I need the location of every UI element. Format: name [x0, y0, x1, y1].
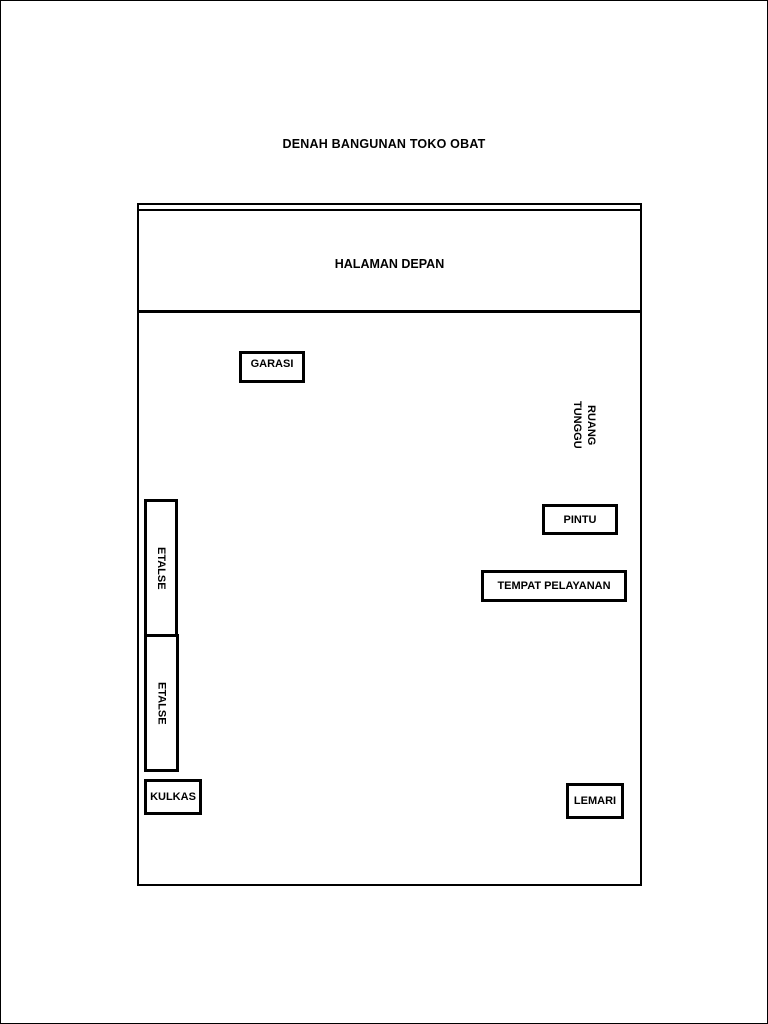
front-yard-area: HALAMAN DEPAN — [139, 209, 640, 313]
display-case-1-box: ETALSE — [144, 499, 178, 637]
display-case-2-label: ETALSE — [155, 681, 168, 725]
display-case-1-label: ETALSE — [155, 546, 167, 590]
cupboard-label: LEMARI — [573, 795, 617, 807]
building-outline: HALAMAN DEPAN GARASI RUANG TUNGGU PINTU … — [137, 203, 642, 886]
fridge-box: KULKAS — [144, 779, 202, 815]
waiting-room-line1: RUANG — [585, 404, 597, 446]
garage-label: GARASI — [250, 358, 294, 370]
garage-box: GARASI — [239, 351, 305, 383]
fridge-label: KULKAS — [150, 791, 196, 803]
front-yard-label: HALAMAN DEPAN — [334, 257, 445, 271]
door-label: PINTU — [563, 513, 597, 526]
waiting-room-label: RUANG TUNGGU — [568, 400, 598, 450]
service-counter-box: TEMPAT PELAYANAN — [481, 570, 627, 602]
cupboard-box: LEMARI — [566, 783, 624, 819]
display-case-2-box: ETALSE — [144, 634, 179, 772]
diagram-title: DENAH BANGUNAN TOKO OBAT — [282, 137, 486, 151]
door-box: PINTU — [542, 504, 618, 535]
waiting-room-line2: TUNGGU — [571, 401, 583, 449]
service-counter-label: TEMPAT PELAYANAN — [497, 580, 611, 592]
